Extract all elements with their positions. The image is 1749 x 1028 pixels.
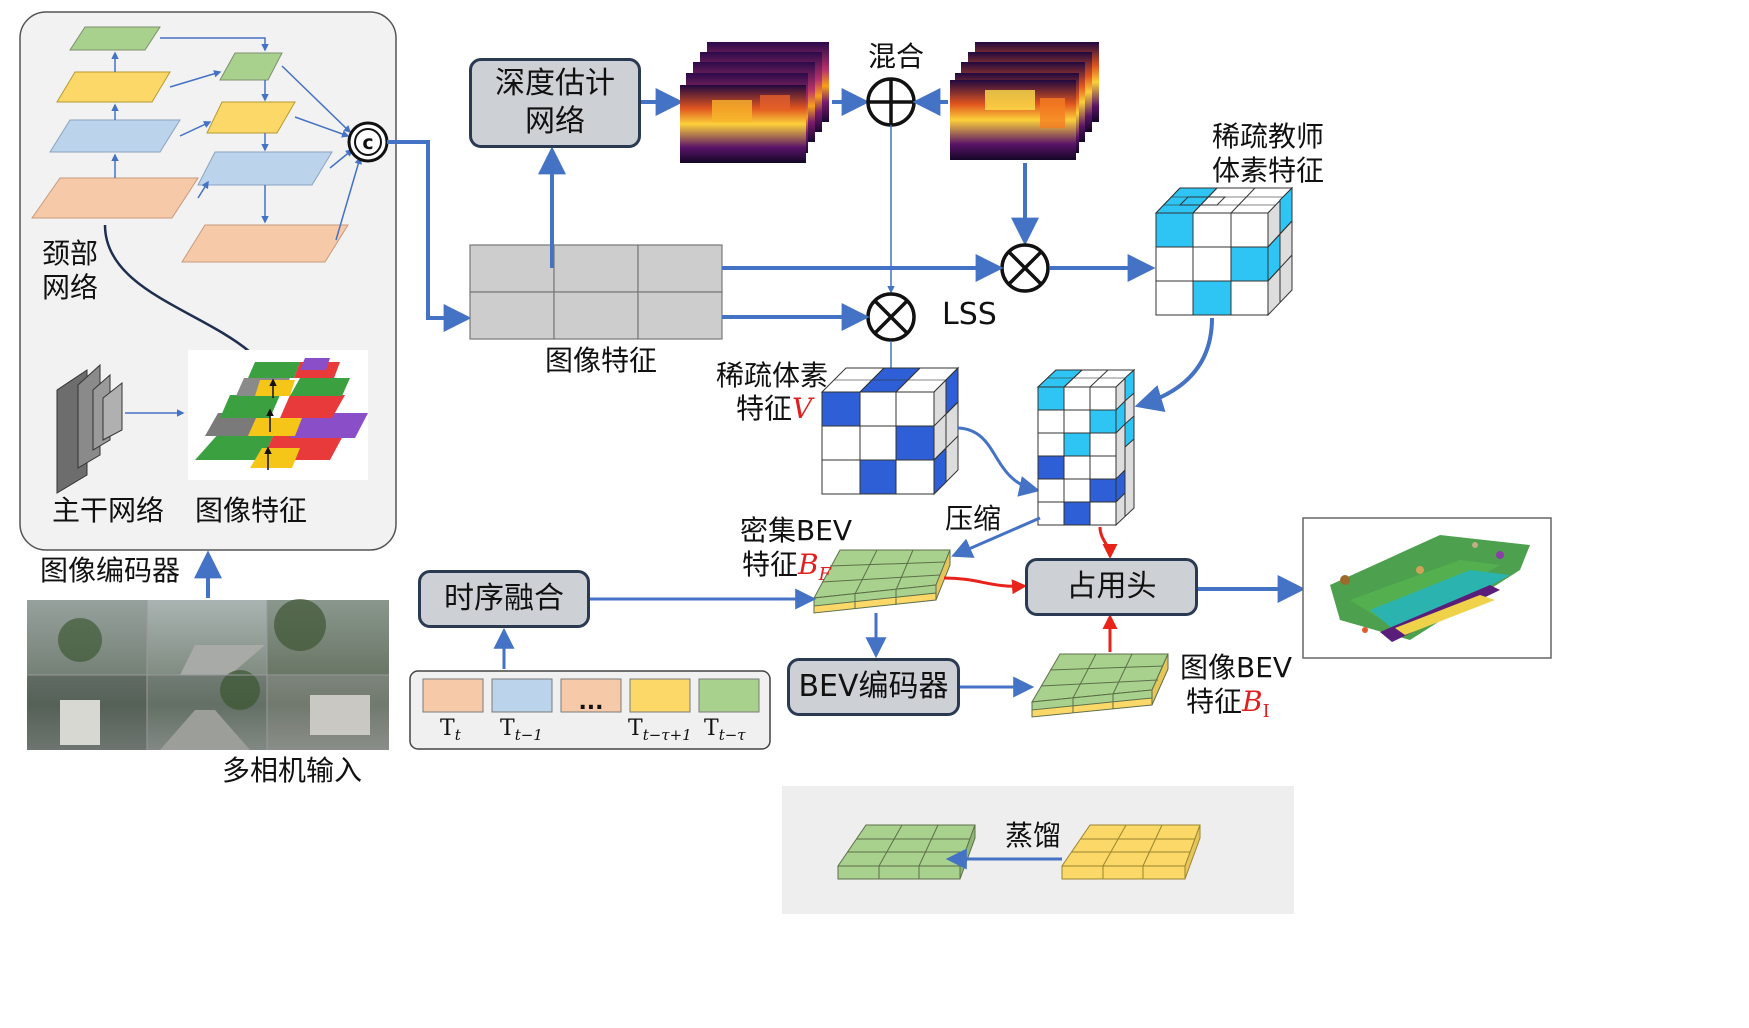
time-step-ellipsis: ... bbox=[578, 690, 603, 715]
image-bev-slab bbox=[1031, 653, 1169, 718]
multi-camera-input-label: 多相机输入 bbox=[222, 754, 362, 787]
temporal-fusion-box: 时序融合 bbox=[418, 570, 590, 628]
backbone-label: 主干网络 bbox=[52, 494, 164, 527]
dense-bev-label: 密集BEV 特征BF bbox=[740, 514, 861, 585]
image-feature-left-label: 图像特征 bbox=[195, 494, 307, 527]
time-step-swatch-0 bbox=[422, 678, 484, 713]
sparse-voxel-label: 稀疏体素 特征V bbox=[716, 359, 837, 425]
time-step-labels: Tt Tt−1 Tt−τ+1 Tt−τ bbox=[440, 716, 746, 744]
time-step-swatch-4 bbox=[698, 678, 760, 713]
compress-label: 压缩 bbox=[945, 502, 1001, 535]
distill-label: 蒸馏 bbox=[1005, 819, 1061, 852]
multi-camera-input-image bbox=[27, 599, 389, 750]
time-step-swatches bbox=[422, 678, 760, 713]
dense-bev-to-occupancy-red-arrow bbox=[943, 576, 1027, 595]
image-encoder-label: 图像编码器 bbox=[40, 554, 180, 587]
dense-bev-slab bbox=[813, 549, 951, 614]
teacher-to-combined-voxel-arrow bbox=[1134, 317, 1214, 412]
depth-estimation-box: 深度估计网络 bbox=[469, 58, 641, 148]
concat-to-image-feature-arrow bbox=[387, 140, 472, 332]
sparse-voxel-symbol: V bbox=[792, 392, 815, 425]
sparse-teacher-voxel-cube bbox=[1154, 186, 1294, 317]
sparse-voxel-to-combined-arrow bbox=[957, 426, 1041, 497]
distill-teacher-slab bbox=[1061, 824, 1201, 880]
depth-estimation-line1: 深度估计 bbox=[495, 66, 615, 101]
image-bev-label: 图像BEV 特征BI bbox=[1180, 651, 1301, 722]
occupancy-output-render bbox=[1302, 517, 1552, 659]
voxel-to-occupancy-red-arrow bbox=[1098, 526, 1118, 559]
teacher-depth-heatmaps bbox=[950, 42, 1099, 160]
predicted-depth-heatmaps bbox=[680, 42, 829, 163]
occupancy-head-label: 占用头 bbox=[1066, 569, 1157, 604]
time-step-swatch-3 bbox=[629, 678, 691, 713]
mix-label: 混合 bbox=[868, 40, 924, 73]
fpn-right-column bbox=[181, 52, 349, 263]
image-bev-symbol: B bbox=[1241, 685, 1263, 718]
mix-plus-icon bbox=[866, 77, 916, 127]
image-bev-sub: I bbox=[1263, 701, 1270, 722]
time-step-label-4: Tt−τ bbox=[704, 716, 746, 744]
concat-icon: c bbox=[347, 121, 389, 163]
time-step-label-0: Tt bbox=[440, 716, 462, 744]
neck-connector-curve bbox=[103, 224, 251, 353]
bev-encoder-label: BEV编码器 bbox=[798, 669, 949, 704]
image-feature-grid bbox=[469, 244, 723, 340]
dense-bev-symbol: B bbox=[797, 548, 819, 581]
bev-encoder-box: BEV编码器 bbox=[787, 658, 960, 716]
backbone-icon bbox=[56, 363, 185, 494]
sparse-voxel-cube bbox=[820, 366, 960, 496]
fpn-left-column bbox=[31, 26, 199, 219]
neck-label: 颈部 网络 bbox=[42, 237, 107, 304]
sparse-teacher-label: 稀疏教师 体素特征 bbox=[1212, 120, 1333, 187]
temporal-fusion-label: 时序融合 bbox=[444, 581, 564, 616]
lss-multiply-icon bbox=[866, 292, 916, 342]
occupancy-head-box: 占用头 bbox=[1025, 558, 1198, 616]
image-feature-map-icon bbox=[188, 350, 368, 480]
distill-student-slab bbox=[837, 824, 976, 880]
depth-estimation-line2: 网络 bbox=[525, 104, 585, 139]
time-step-swatch-1 bbox=[491, 678, 553, 713]
time-step-swatch-2 bbox=[560, 678, 622, 713]
image-feature-center-label: 图像特征 bbox=[545, 344, 657, 377]
fpn-arrows bbox=[111, 37, 362, 241]
time-step-label-3: Tt−τ+1 bbox=[628, 716, 692, 744]
time-step-label-1: Tt−1 bbox=[500, 716, 543, 744]
combined-voxel-cube bbox=[1036, 368, 1136, 527]
concat-symbol: c bbox=[362, 132, 373, 154]
dense-bev-sub: F bbox=[818, 564, 833, 585]
teacher-multiply-icon bbox=[1000, 243, 1050, 293]
compress-arrow bbox=[951, 516, 1041, 558]
lss-label: LSS bbox=[942, 297, 997, 332]
